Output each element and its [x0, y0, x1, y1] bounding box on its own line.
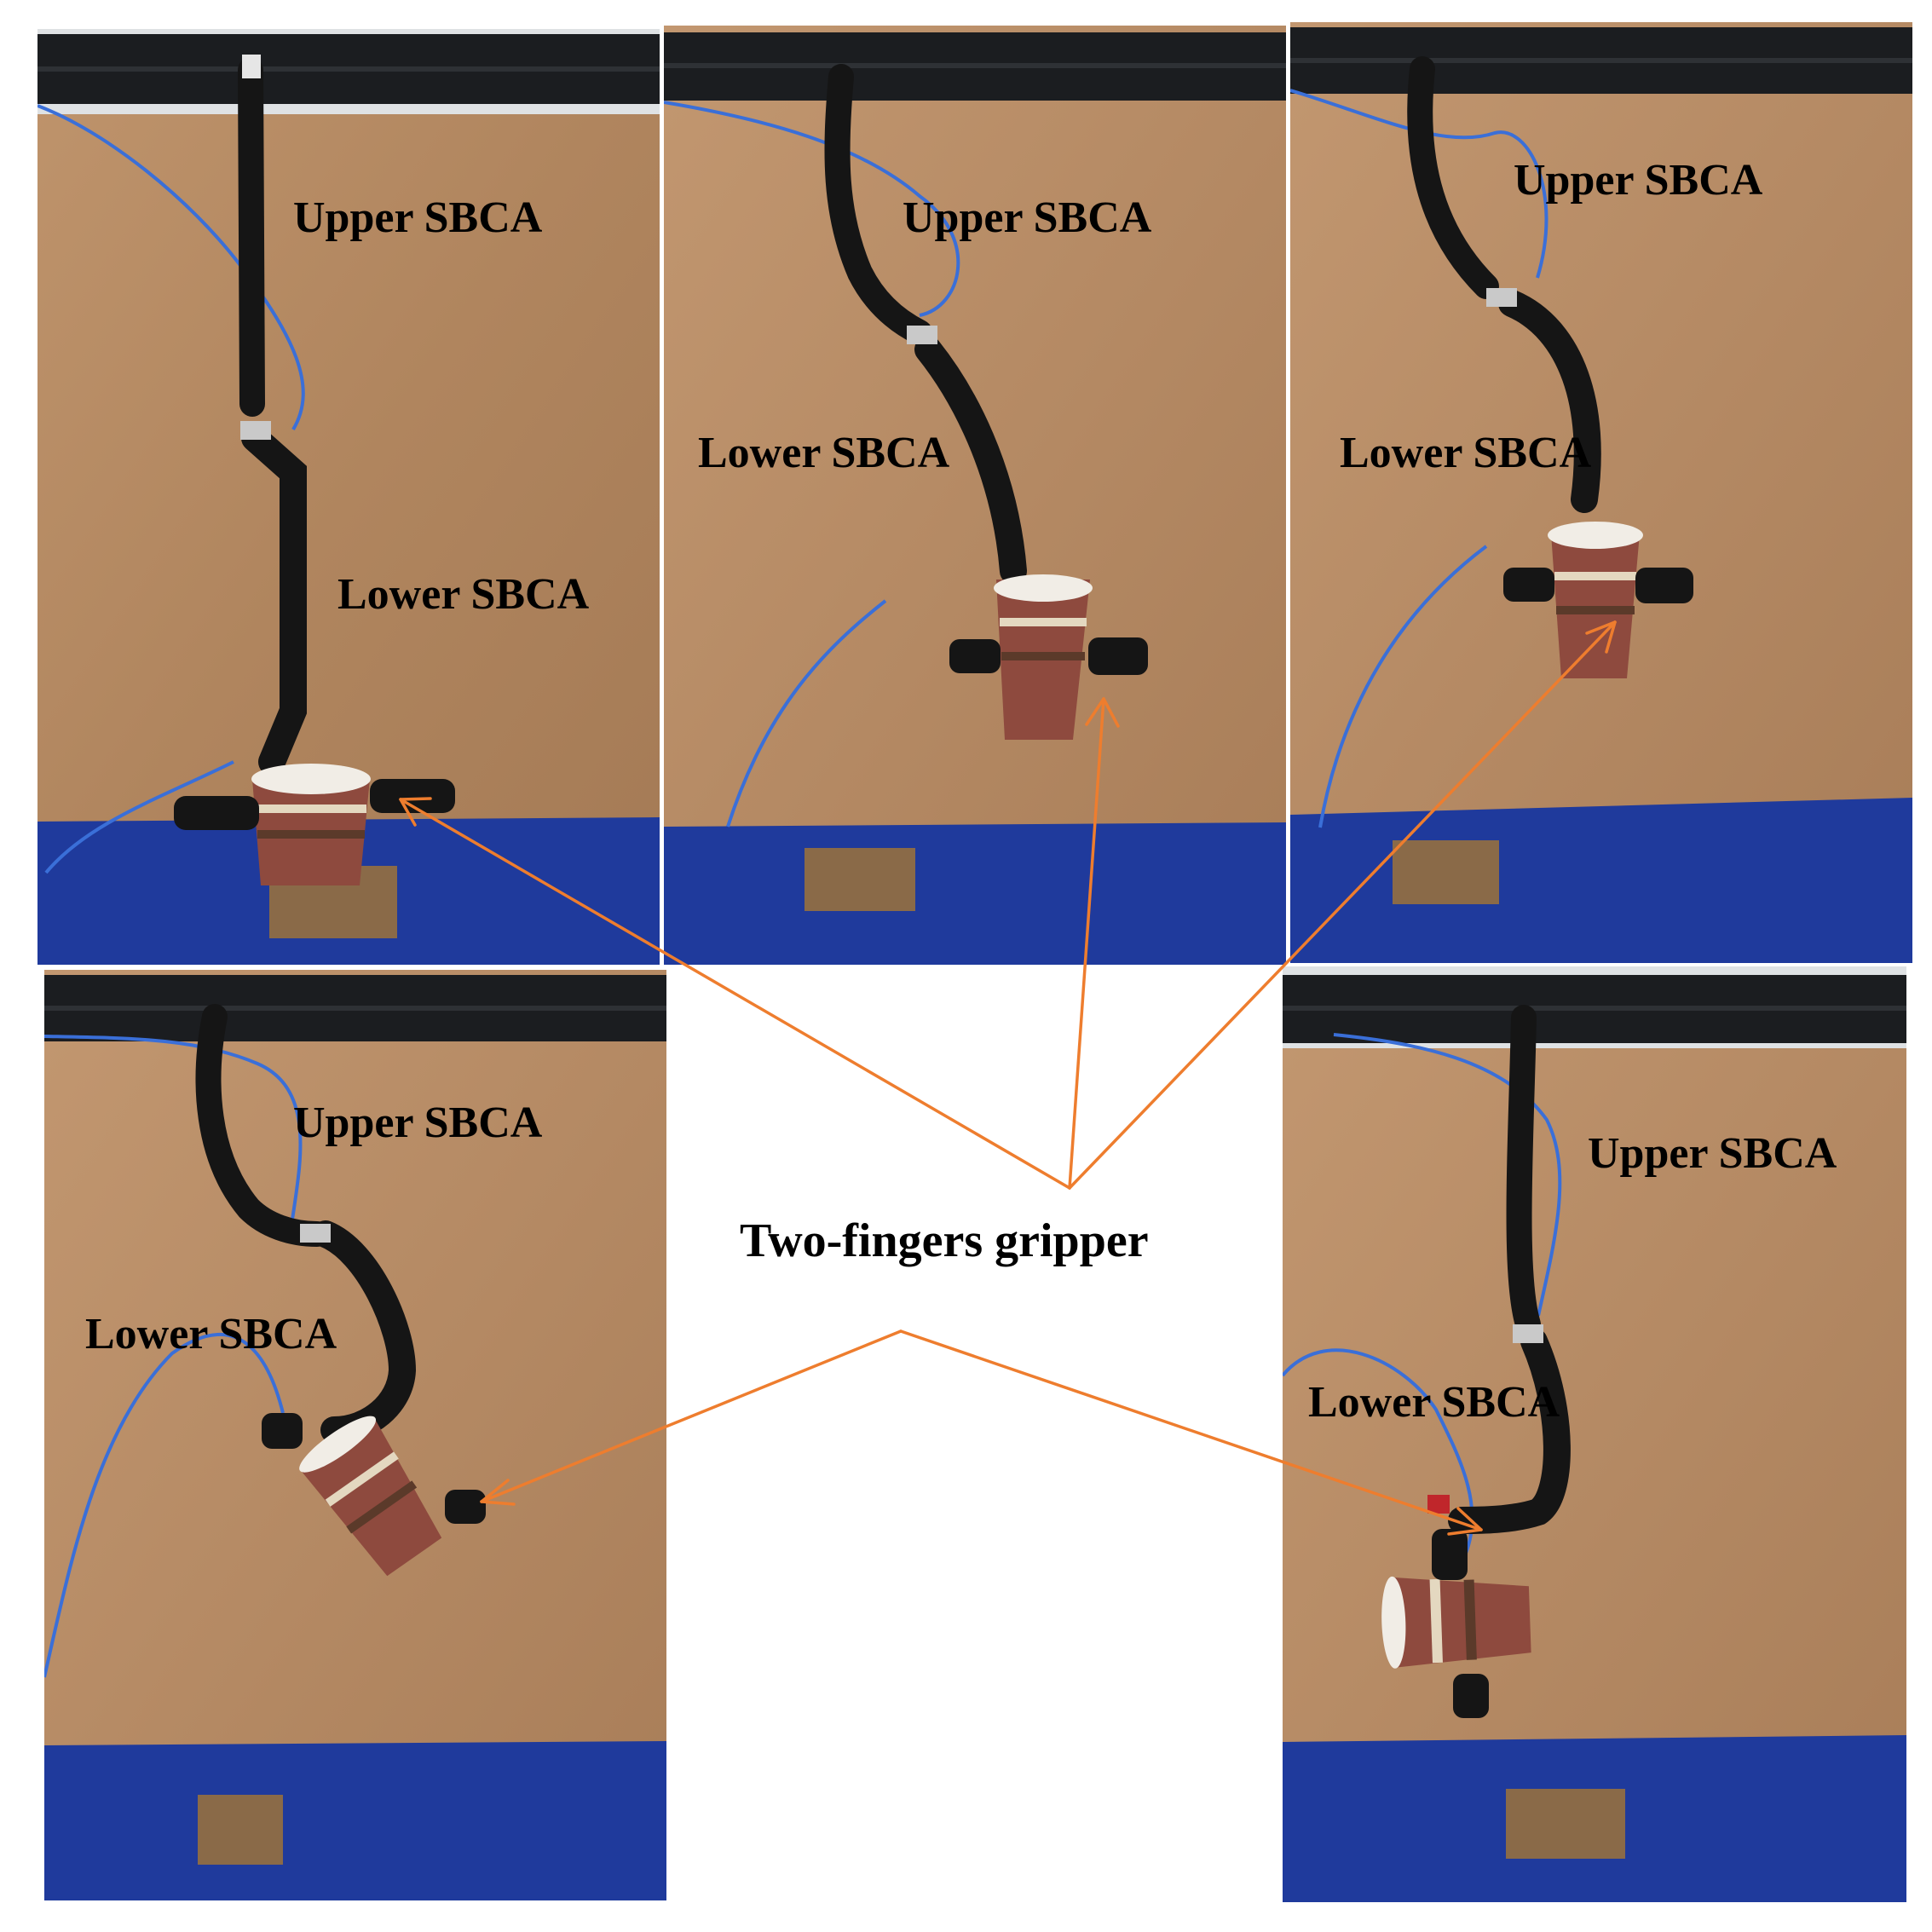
upper-sbca-label: Upper SBCA — [903, 193, 1152, 242]
gripper-finger-left — [1432, 1529, 1468, 1580]
photo-panel-2: Upper SBCA Lower SBCA — [664, 26, 1286, 965]
cork-pad — [1506, 1789, 1625, 1859]
blue-mat — [1290, 798, 1912, 963]
gripper-finger-right — [1088, 637, 1148, 675]
upper-sbca-label: Upper SBCA — [1514, 156, 1763, 205]
cork-pad — [1393, 840, 1499, 904]
upper-actuator — [1506, 1005, 1541, 1337]
photo-scene-5 — [1283, 966, 1906, 1902]
cork-pad — [198, 1795, 283, 1865]
upper-actuator — [238, 57, 265, 417]
lower-actuator — [1498, 290, 1601, 513]
air-tube — [44, 1035, 303, 1226]
upper-sbca-label: Upper SBCA — [293, 193, 543, 242]
gripper-finger-right — [1453, 1674, 1489, 1718]
lower-sbca-label: Lower SBCA — [337, 570, 590, 619]
photo-panel-1: Upper SBCA Lower SBCA — [37, 29, 660, 965]
upper-actuator — [824, 64, 932, 345]
upper-sbca-label: Upper SBCA — [1588, 1129, 1837, 1178]
lower-sbca-label: Lower SBCA — [1308, 1378, 1560, 1427]
lower-actuator — [241, 424, 307, 776]
air-tube — [664, 101, 960, 317]
connector — [1486, 288, 1517, 307]
connector — [1513, 1324, 1543, 1343]
photo-scene-1 — [37, 29, 660, 965]
lower-sbca-label: Lower SBCA — [698, 429, 950, 477]
connector — [240, 421, 271, 440]
gripper-finger-right — [1635, 568, 1693, 603]
photo-scene-2 — [664, 26, 1286, 965]
cork-pad — [805, 848, 915, 911]
lower-sbca-label: Lower SBCA — [85, 1310, 337, 1358]
upper-actuator — [1407, 56, 1499, 299]
upper-actuator — [195, 1004, 330, 1247]
photo-panel-5: Upper SBCA Lower SBCA — [1283, 966, 1906, 1902]
photo-panel-4: Upper SBCA Lower SBCA — [44, 970, 666, 1900]
lower-sbca-label: Lower SBCA — [1340, 429, 1592, 477]
connector — [907, 326, 937, 344]
gripper-finger-left — [174, 796, 259, 830]
upper-sbca-label: Upper SBCA — [293, 1099, 543, 1147]
air-tube — [1290, 89, 1548, 279]
paper-cup — [1392, 1577, 1531, 1668]
blue-mat — [44, 1741, 666, 1900]
photo-panel-3: Upper SBCA Lower SBCA — [1290, 22, 1912, 963]
gripper-finger-right — [445, 1490, 486, 1524]
gripper-finger-left — [949, 639, 1001, 673]
gripper-finger-right — [370, 779, 455, 813]
lower-actuator — [914, 336, 1027, 585]
lower-actuator — [1448, 1328, 1571, 1534]
gripper-finger-left — [1503, 568, 1554, 602]
two-fingers-gripper-label: Two-fingers gripper — [740, 1214, 1149, 1267]
blue-mat — [664, 822, 1286, 965]
connector — [300, 1224, 331, 1243]
gripper-finger-left — [262, 1413, 303, 1449]
